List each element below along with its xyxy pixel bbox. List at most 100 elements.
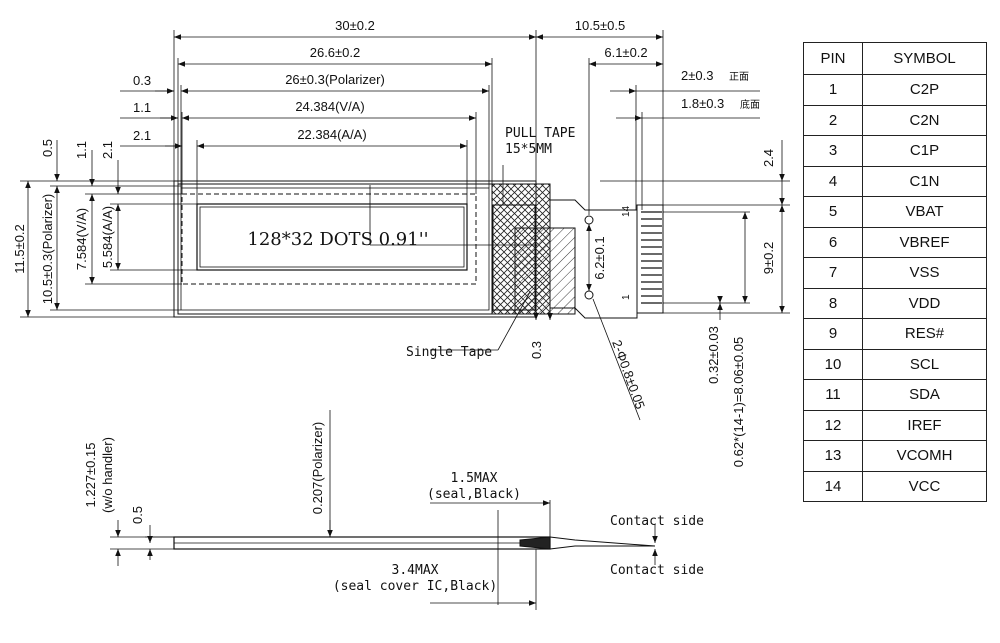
pin-number: 8 — [803, 287, 863, 319]
fpc-pins — [641, 211, 662, 304]
fpc-pin-pitch: 0.62*(14-1)=8.06±0.05 — [731, 337, 746, 467]
fpc-hole-pitch: 6.2±0.1 — [592, 236, 607, 279]
dim-width-glass: 26.6±0.2 — [310, 45, 361, 60]
pin-header: PIN — [803, 42, 863, 75]
dim-height-va: 7.584(V/A) — [74, 208, 89, 270]
pin-number: 5 — [803, 196, 863, 228]
pin-number: 10 — [803, 348, 863, 380]
dim-height-aa: 5.584(A/A) — [100, 206, 115, 268]
pin-symbol: IREF — [862, 409, 987, 441]
pin-number: 14 — [803, 470, 863, 502]
side-glass: 0.5 — [130, 506, 145, 524]
top-view — [173, 180, 576, 318]
pin-number: 12 — [803, 409, 863, 441]
side-seal-max: 1.5MAX — [451, 471, 498, 486]
fpc-thickness-front-cn: 正面 — [729, 72, 749, 83]
fpc-thickness-front: 2±0.3 — [681, 68, 713, 83]
side-thickness-note: (w/o handler) — [100, 437, 115, 513]
dim-vert-offset-polarizer: 0.5 — [40, 139, 55, 157]
contact-side-bottom: Contact side — [610, 563, 704, 578]
pin-number: 13 — [803, 440, 863, 472]
dim-width-polarizer: 26±0.3(Polarizer) — [285, 72, 385, 87]
single-tape-label: Single Tape — [406, 345, 492, 360]
dim-vert-offset-va: 1.1 — [74, 141, 89, 159]
pin-symbol: C1P — [862, 135, 987, 167]
pin-number: 1 — [803, 74, 863, 106]
fpc-thickness-back: 1.8±0.3 — [681, 96, 724, 111]
pin-symbol: C2P — [862, 74, 987, 106]
pin-number: 2 — [803, 104, 863, 136]
side-view — [110, 410, 658, 610]
fpc-pin-last: 14 — [621, 205, 632, 217]
fpc — [549, 199, 664, 319]
pin-symbol: VBREF — [862, 226, 987, 258]
pin-symbol: C1N — [862, 165, 987, 197]
pull-tape-size: 15*5MM — [505, 142, 552, 157]
tape-gap-dim: 0.3 — [529, 341, 544, 359]
pin-symbol: VSS — [862, 257, 987, 289]
dim-height-total: 11.5±0.2 — [12, 224, 27, 274]
side-ic-max: 3.4MAX — [392, 563, 439, 578]
pin-symbol: SCL — [862, 348, 987, 380]
dim-offset-va: 1.1 — [133, 100, 151, 115]
fpc-top-gap: 2.4 — [761, 149, 776, 167]
dim-height-polarizer: 10.5±0.3(Polarizer) — [40, 194, 55, 304]
contact-side-top: Contact side — [610, 514, 704, 529]
side-thickness: 1.227±0.15 — [83, 443, 98, 508]
dim-offset-polarizer: 0.3 — [133, 73, 151, 88]
pull-tape-label: PULL TAPE — [505, 126, 575, 141]
display-label: 128*32 DOTS 0.91'' — [247, 229, 428, 250]
pin-number: 4 — [803, 165, 863, 197]
pin-table-header: PIN SYMBOL — [803, 42, 987, 75]
dim-vert-offset-aa: 2.1 — [100, 141, 115, 159]
ic-outline — [492, 204, 536, 311]
fpc-holes: 2-Φ0.8±0.05 — [609, 338, 648, 411]
pin-symbol: VBAT — [862, 196, 987, 228]
fpc-hole-bottom — [584, 290, 594, 300]
pin-symbol: VCC — [862, 470, 987, 502]
fpc-hole-top — [584, 215, 594, 225]
pin-number: 3 — [803, 135, 863, 167]
side-ic-note: (seal cover IC,Black) — [333, 579, 497, 594]
pin-symbol: VCOMH — [862, 440, 987, 472]
va-outline — [181, 193, 477, 285]
fpc-pin-width: 0.32±0.03 — [706, 326, 721, 384]
side-seal-note: (seal,Black) — [427, 487, 521, 502]
symbol-header: SYMBOL — [862, 42, 987, 75]
fpc-width: 9±0.2 — [761, 242, 776, 274]
single-tape-area — [514, 227, 576, 315]
pin-number: 11 — [803, 379, 863, 411]
pin-symbol: C2N — [862, 104, 987, 136]
polarizer-outline — [180, 187, 490, 311]
dim-width-aa: 22.384(A/A) — [297, 127, 366, 142]
dim-width-total: 30±0.2 — [335, 18, 375, 33]
aa-outline — [196, 203, 468, 271]
pin-symbol: VDD — [862, 287, 987, 319]
dim-width-va: 24.384(V/A) — [295, 99, 364, 114]
pin-number: 9 — [803, 318, 863, 350]
pin-number: 6 — [803, 226, 863, 258]
pin-symbol: RES# — [862, 318, 987, 350]
dim-offset-aa: 2.1 — [133, 128, 151, 143]
aa-inner — [199, 206, 465, 268]
fpc-pin-first: 1 — [621, 294, 632, 300]
pin-symbol: SDA — [862, 379, 987, 411]
side-polarizer: 0.207(Polarizer) — [310, 422, 325, 515]
fpc-length: 10.5±0.5 — [575, 18, 626, 33]
fpc-thickness-back-cn: 底面 — [740, 98, 760, 111]
